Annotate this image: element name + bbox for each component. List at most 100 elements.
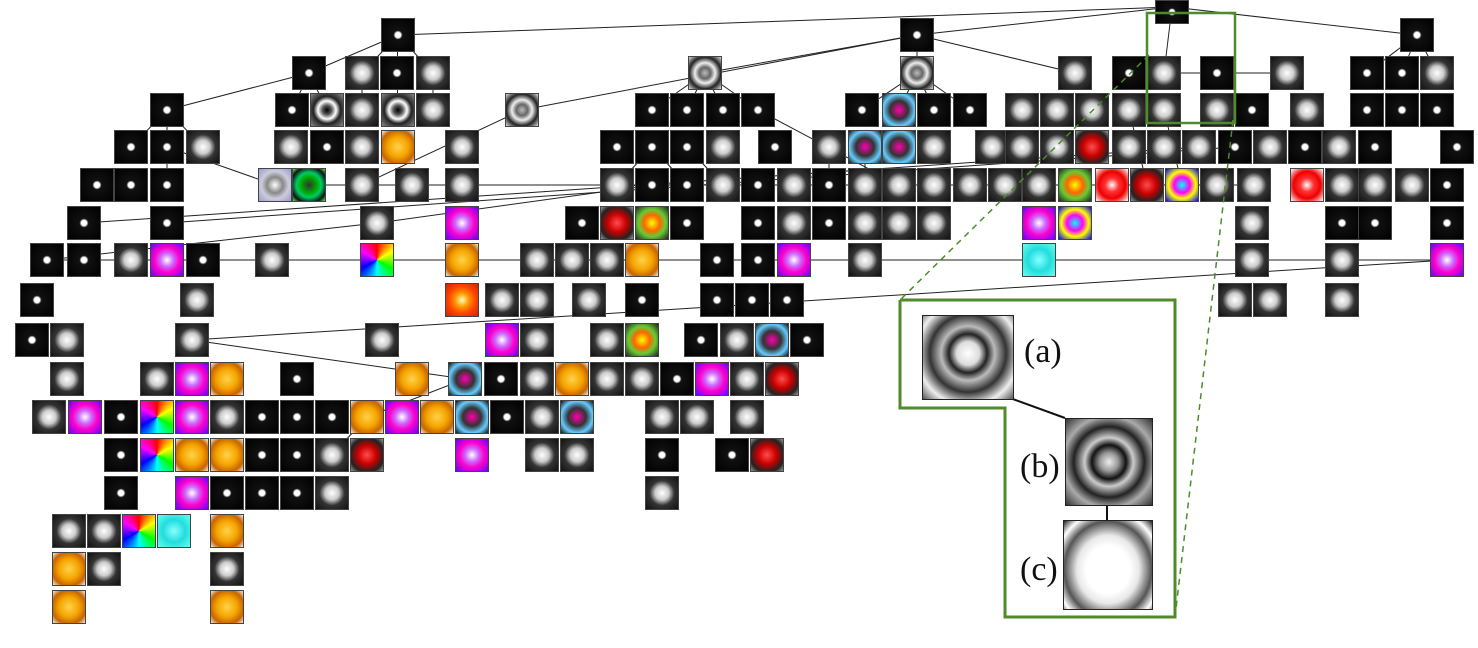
node-thumbnail: [1440, 130, 1474, 164]
node-thumbnail: [975, 130, 1009, 164]
node-thumbnail: [645, 476, 679, 510]
node-thumbnail: [1290, 168, 1324, 202]
node-thumbnail: [695, 362, 729, 396]
node-thumbnail: [720, 323, 754, 357]
node-thumbnail: [150, 93, 184, 127]
node-thumbnail: [1005, 93, 1039, 127]
inset-a-label: (a): [1024, 333, 1062, 370]
node-thumbnail: [635, 206, 669, 240]
node-thumbnail: [275, 93, 309, 127]
node-thumbnail: [635, 130, 669, 164]
node-thumbnail: [122, 514, 156, 548]
node-thumbnail: [1358, 206, 1392, 240]
node-thumbnail: [1253, 283, 1287, 317]
node-thumbnail: [1235, 206, 1269, 240]
inset-c-label: (c): [1020, 551, 1058, 588]
node-thumbnail: [882, 93, 916, 127]
node-thumbnail: [484, 362, 518, 396]
node-thumbnail: [680, 400, 714, 434]
node-thumbnail: [150, 243, 184, 277]
node-thumbnail: [365, 323, 399, 357]
node-thumbnail: [1290, 93, 1324, 127]
node-thumbnail: [755, 323, 789, 357]
node-thumbnail: [706, 168, 740, 202]
node-thumbnail: [1218, 283, 1252, 317]
node-thumbnail: [104, 476, 138, 510]
node-thumbnail: [645, 438, 679, 472]
node-thumbnail: [315, 476, 349, 510]
node-thumbnail: [280, 438, 314, 472]
node-thumbnail: [350, 438, 384, 472]
node-thumbnail: [258, 168, 292, 202]
node-thumbnail: [1430, 206, 1464, 240]
node-thumbnail: [345, 56, 379, 90]
node-thumbnail: [104, 438, 138, 472]
node-thumbnail: [140, 400, 174, 434]
node-thumbnail: [315, 400, 349, 434]
node-thumbnail: [114, 243, 148, 277]
node-thumbnail: [20, 283, 54, 317]
node-thumbnail: [741, 243, 775, 277]
node-thumbnail: [445, 243, 479, 277]
node-thumbnail: [758, 130, 792, 164]
node-thumbnail: [1430, 168, 1464, 202]
node-thumbnail: [345, 130, 379, 164]
node-thumbnail: [845, 93, 879, 127]
node-thumbnail: [988, 168, 1022, 202]
node-thumbnail: [114, 130, 148, 164]
node-thumbnail: [900, 56, 934, 90]
node-thumbnail: [741, 168, 775, 202]
node-thumbnail: [765, 362, 799, 396]
node-thumbnail: [1058, 56, 1092, 90]
node-thumbnail: [150, 206, 184, 240]
node-thumbnail: [245, 400, 279, 434]
node-thumbnail: [1235, 93, 1269, 127]
node-thumbnail: [1022, 206, 1056, 240]
node-thumbnail: [900, 18, 934, 52]
tree-edge: [1171, 6, 1418, 36]
node-thumbnail: [688, 56, 722, 90]
node-thumbnail: [1385, 93, 1419, 127]
node-thumbnail: [600, 168, 634, 202]
node-thumbnail: [715, 438, 749, 472]
node-thumbnail: [560, 400, 594, 434]
node-thumbnail: [730, 400, 764, 434]
node-thumbnail: [848, 206, 882, 240]
node-thumbnail: [68, 400, 102, 434]
node-thumbnail: [750, 438, 784, 472]
node-thumbnail: [700, 243, 734, 277]
node-thumbnail: [1112, 93, 1146, 127]
node-thumbnail: [52, 552, 86, 586]
tree-edge: [166, 146, 276, 186]
node-thumbnail: [590, 362, 624, 396]
node-thumbnail: [777, 243, 811, 277]
node-thumbnail: [416, 93, 450, 127]
node-thumbnail: [1235, 243, 1269, 277]
node-thumbnail: [1022, 243, 1056, 277]
node-thumbnail: [1358, 168, 1392, 202]
node-thumbnail: [645, 400, 679, 434]
node-thumbnail: [1270, 56, 1304, 90]
node-thumbnail: [565, 206, 599, 240]
node-thumbnail: [917, 206, 951, 240]
node-thumbnail: [30, 243, 64, 277]
node-thumbnail: [315, 438, 349, 472]
node-thumbnail: [560, 438, 594, 472]
node-thumbnail: [1420, 56, 1454, 90]
node-thumbnail: [1420, 93, 1454, 127]
node-thumbnail: [600, 206, 634, 240]
node-thumbnail: [1147, 130, 1181, 164]
node-thumbnail: [210, 590, 244, 624]
node-thumbnail: [210, 552, 244, 586]
tree-edge: [46, 222, 378, 261]
node-thumbnail: [1058, 168, 1092, 202]
node-thumbnail: [684, 323, 718, 357]
node-thumbnail: [114, 168, 148, 202]
node-thumbnail: [1350, 56, 1384, 90]
node-thumbnail: [360, 206, 394, 240]
node-thumbnail: [445, 283, 479, 317]
node-thumbnail: [1350, 93, 1384, 127]
node-thumbnail: [32, 400, 66, 434]
node-thumbnail: [1325, 206, 1359, 240]
node-thumbnail: [670, 206, 704, 240]
